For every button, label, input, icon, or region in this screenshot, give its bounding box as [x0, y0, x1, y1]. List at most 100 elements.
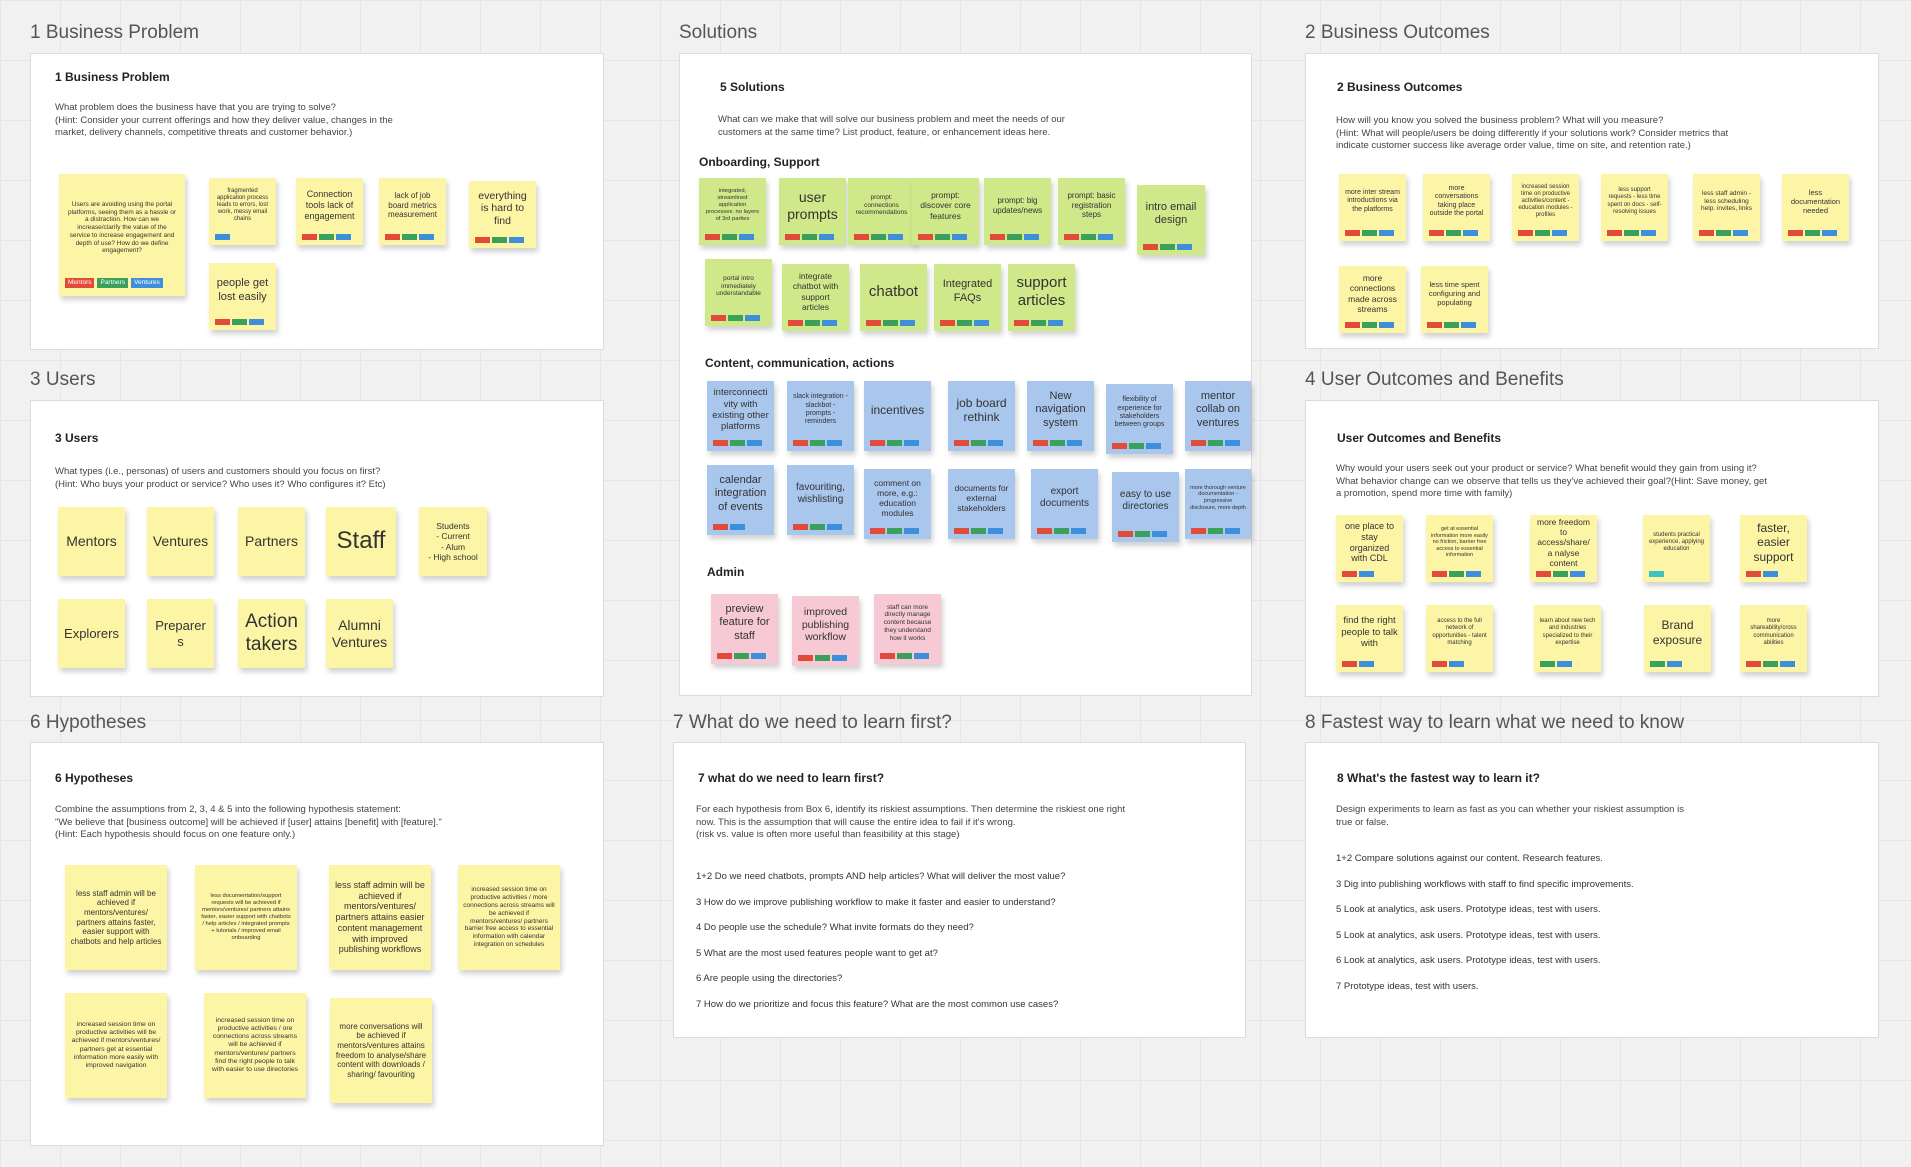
sticky-note[interactable]: prompt: basic registration steps: [1058, 178, 1125, 245]
sticky-note[interactable]: less staff admin will be achieved if men…: [329, 865, 431, 970]
frame-user-outcomes[interactable]: User Outcomes and Benefits Why would you…: [1305, 400, 1879, 697]
sticky-note[interactable]: Partners: [238, 507, 305, 576]
frame-description: What problem does the business have that…: [55, 102, 393, 138]
sticky-note[interactable]: access to the full network of opportunit…: [1426, 605, 1493, 672]
sticky-note[interactable]: prompt: big updates/news: [984, 178, 1051, 245]
sticky-note[interactable]: more conversations taking place outside …: [1423, 174, 1490, 241]
sticky-note[interactable]: export documents: [1031, 469, 1098, 539]
sticky-note[interactable]: easy to use directories: [1112, 472, 1179, 542]
section-label-learn-first: 7 What do we need to learn first?: [673, 712, 952, 733]
sticky-note[interactable]: students practical experience, applying …: [1643, 515, 1710, 582]
section-label-business-problem: 1 Business Problem: [30, 22, 199, 43]
frame-fastest-way[interactable]: 8 What's the fastest way to learn it? De…: [1305, 742, 1879, 1038]
sticky-note[interactable]: less time spent configuring and populati…: [1421, 266, 1488, 333]
list-item: 1+2 Compare solutions against our conten…: [1336, 853, 1603, 864]
sticky-note[interactable]: flexibility of experience for stakeholde…: [1106, 384, 1173, 454]
frame-title: 1 Business Problem: [55, 70, 170, 84]
sticky-note[interactable]: slack integration - slackbot - prompts -…: [787, 381, 854, 451]
sticky-note[interactable]: less documentation/support requests will…: [195, 865, 297, 970]
sticky-note[interactable]: get at essential information more easily…: [1426, 515, 1493, 582]
sticky-note[interactable]: fragmented application process leads to …: [209, 178, 276, 245]
sticky-note[interactable]: find the right people to talk with: [1336, 605, 1403, 672]
sticky-note[interactable]: increased session time on productive act…: [204, 993, 306, 1098]
sticky-note[interactable]: less support requests - less time spent …: [1601, 174, 1668, 241]
sticky-note[interactable]: chatbot: [860, 264, 927, 331]
frame-description: What can we make that will solve our bus…: [718, 114, 1065, 138]
sticky-note[interactable]: calendar integration of events: [707, 465, 774, 535]
sticky-note[interactable]: increased session time on productive act…: [458, 865, 560, 970]
sticky-note[interactable]: Action takers: [238, 599, 305, 668]
sticky-note[interactable]: less documentation needed: [1782, 174, 1849, 241]
sticky-note[interactable]: improved publishing workflow: [792, 596, 859, 666]
sticky-note[interactable]: more connections made across streams: [1339, 266, 1406, 333]
sticky-note[interactable]: increased session time on productive act…: [1512, 174, 1579, 241]
tag-mentors: Mentors: [65, 278, 95, 288]
sticky-note[interactable]: Alumni Ventures: [326, 599, 393, 668]
sticky-note[interactable]: faster, easier support: [1740, 515, 1807, 582]
sticky-note[interactable]: less staff admin will be achieved if men…: [65, 865, 167, 970]
section-label-fastest-way: 8 Fastest way to learn what we need to k…: [1305, 712, 1685, 733]
list-item: 5 Look at analytics, ask users. Prototyp…: [1336, 904, 1601, 915]
frame-learn-first[interactable]: 7 what do we need to learn first? For ea…: [673, 742, 1246, 1038]
frame-users[interactable]: 3 Users What types (i.e., personas) of u…: [30, 400, 604, 697]
sticky-note[interactable]: Explorers: [58, 599, 125, 668]
sticky-note[interactable]: learn about new tech and industries spec…: [1534, 605, 1601, 672]
sticky-note[interactable]: prompt: connections recommendations: [848, 178, 915, 245]
sticky-note[interactable]: more freedom to access/share/a nalyse co…: [1530, 515, 1597, 582]
sticky-note[interactable]: job board rethink: [948, 381, 1015, 451]
frame-description: Combine the assumptions from 2, 3, 4 & 5…: [55, 804, 442, 840]
frame-business-problem[interactable]: 1 Business Problem What problem does the…: [30, 53, 604, 350]
sticky-note[interactable]: lack of job board metrics measurement: [379, 178, 446, 245]
sticky-note[interactable]: Connection tools lack of engagement: [296, 178, 363, 245]
sticky-note[interactable]: less staff admin - less scheduling help.…: [1693, 174, 1760, 241]
sticky-note[interactable]: interconnecti vity with existing other p…: [707, 381, 774, 451]
sticky-note[interactable]: comment on more, e.g.: education modules: [864, 469, 931, 539]
sticky-note[interactable]: support articles: [1008, 264, 1075, 331]
sticky-note[interactable]: Mentors: [58, 507, 125, 576]
sticky-note[interactable]: preview feature for staff: [711, 594, 778, 664]
sticky-note[interactable]: integrated, streamlined application proc…: [699, 178, 766, 245]
sticky-note[interactable]: increased session time on productive act…: [65, 993, 167, 1098]
section-label-user-outcomes: 4 User Outcomes and Benefits: [1305, 369, 1564, 390]
sticky-note[interactable]: Brand exposure: [1644, 605, 1711, 672]
group-label-onboarding: Onboarding, Support: [699, 155, 820, 169]
sticky-note[interactable]: Ventures: [147, 507, 214, 576]
sticky-note[interactable]: integrate chatbot with support articles: [782, 264, 849, 331]
sticky-note[interactable]: people get lost easily: [209, 263, 276, 330]
frame-hypotheses[interactable]: 6 Hypotheses Combine the assumptions fro…: [30, 742, 604, 1146]
sticky-note[interactable]: documents for external stakeholders: [948, 469, 1015, 539]
note-legend: Mentors Partners Ventures: [65, 278, 163, 288]
group-label-content: Content, communication, actions: [705, 356, 895, 370]
sticky-note[interactable]: portal intro immediately understandable: [705, 259, 772, 326]
sticky-note[interactable]: everything is hard to find: [469, 181, 536, 248]
sticky-note[interactable]: Preparers: [147, 599, 214, 668]
sticky-note[interactable]: more shareability/cross communication ab…: [1740, 605, 1807, 672]
sticky-note[interactable]: incentives: [864, 381, 931, 451]
experiments-list: 1+2 Compare solutions against our conten…: [1336, 853, 1634, 1006]
sticky-note[interactable]: more thorough venture documentation - pr…: [1185, 469, 1251, 539]
list-item: 6 Are people using the directories?: [696, 973, 843, 984]
frame-business-outcomes[interactable]: 2 Business Outcomes How will you know yo…: [1305, 53, 1879, 349]
frame-solutions[interactable]: 5 Solutions What can we make that will s…: [679, 53, 1252, 696]
sticky-note[interactable]: Integrated FAQs: [934, 264, 1001, 331]
sticky-note[interactable]: user prompts: [779, 178, 846, 245]
sticky-note[interactable]: staff can more directly manage content b…: [874, 594, 941, 664]
sticky-note[interactable]: Users are avoiding using the portal plat…: [59, 174, 185, 296]
sticky-note[interactable]: prompt: discover core features: [912, 178, 979, 245]
frame-title: User Outcomes and Benefits: [1337, 431, 1502, 445]
list-item: 3 How do we improve publishing workflow …: [696, 896, 1056, 908]
sticky-note[interactable]: one place to stay organized with CDL: [1336, 515, 1403, 582]
frame-title: 8 What's the fastest way to learn it?: [1337, 771, 1540, 785]
section-label-users: 3 Users: [30, 369, 96, 390]
sticky-note[interactable]: mentor collab on ventures: [1185, 381, 1251, 451]
sticky-note[interactable]: Staff: [326, 507, 396, 576]
sticky-note[interactable]: intro email design: [1137, 185, 1205, 255]
sticky-note[interactable]: more inter stream introductions via the …: [1339, 174, 1406, 241]
frame-description: Design experiments to learn as fast as y…: [1336, 804, 1684, 828]
sticky-note[interactable]: Students - Current - Alum - High school: [419, 507, 487, 576]
sticky-note[interactable]: favouriting, wishlisting: [787, 465, 854, 535]
list-item: 6 Look at analytics, ask users. Prototyp…: [1336, 955, 1601, 966]
sticky-note[interactable]: more conversations will be achieved if m…: [330, 998, 432, 1103]
list-item: 1+2 Do we need chatbots, prompts AND hel…: [696, 871, 1066, 882]
sticky-note[interactable]: New navigation system: [1027, 381, 1094, 451]
